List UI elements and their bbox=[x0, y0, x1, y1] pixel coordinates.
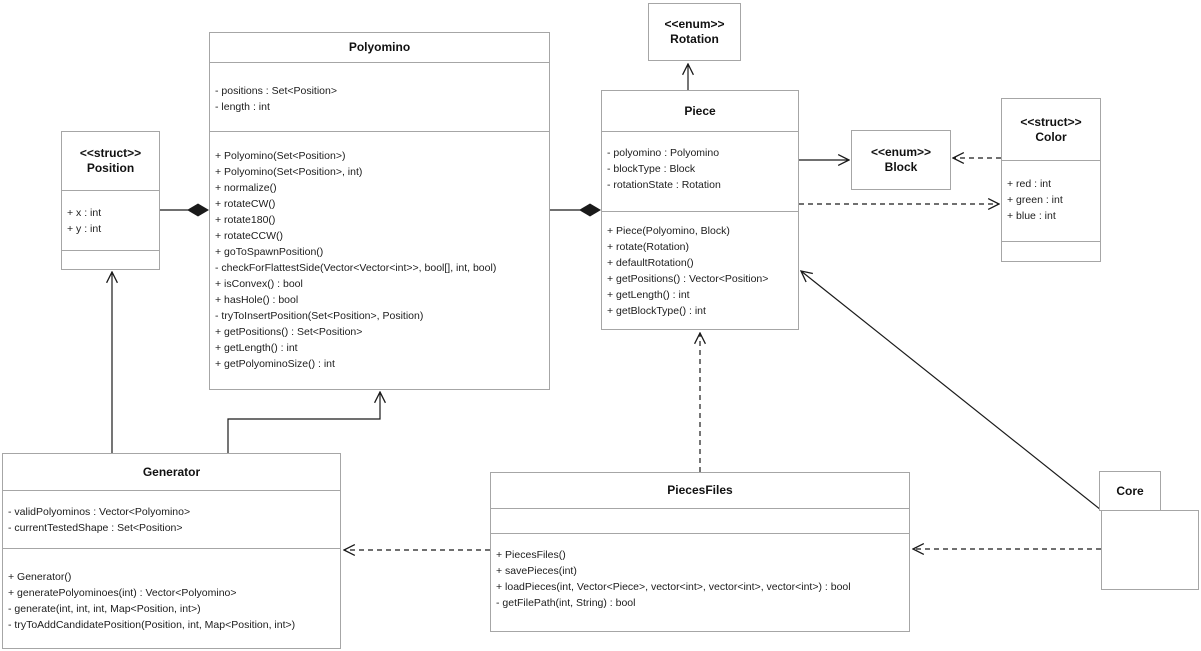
member-row: + Generator() bbox=[8, 571, 72, 583]
color-methods-compartment bbox=[1002, 241, 1100, 261]
class-generator-title: Generator bbox=[3, 454, 340, 491]
class-polyomino[interactable]: Polyomino - positions : Set<Position> - l… bbox=[209, 32, 550, 390]
class-rotation[interactable]: <<enum>> Rotation bbox=[648, 3, 741, 61]
class-stereotype: <<struct>> bbox=[79, 146, 142, 160]
class-block-title: <<enum>> Block bbox=[852, 131, 950, 189]
member-row: + getPolyominoSize() : int bbox=[215, 358, 335, 370]
class-color-title: <<struct>> Color bbox=[1002, 99, 1100, 161]
class-polyomino-title: Polyomino bbox=[210, 33, 549, 63]
member-row: - generate(int, int, int, Map<Position, … bbox=[8, 603, 201, 615]
member-row: + Polyomino(Set<Position>, int) bbox=[215, 166, 363, 178]
class-name: Block bbox=[884, 160, 918, 174]
member-row: + savePieces(int) bbox=[496, 565, 577, 577]
member-row: + Piece(Polyomino, Block) bbox=[607, 225, 730, 237]
member-row: + PiecesFiles() bbox=[496, 549, 566, 561]
member-row: + getLength() : int bbox=[215, 342, 298, 354]
member-row: - positions : Set<Position> bbox=[215, 85, 337, 97]
package-core-body[interactable] bbox=[1101, 510, 1199, 590]
class-name: PiecesFiles bbox=[667, 483, 733, 497]
class-name: Position bbox=[86, 161, 135, 175]
member-row: + getPositions() : Vector<Position> bbox=[607, 273, 769, 285]
member-row: + getPositions() : Set<Position> bbox=[215, 326, 363, 338]
polyomino-attributes-compartment: - positions : Set<Position> - length : in… bbox=[210, 63, 549, 131]
package-core-tab[interactable]: Core bbox=[1099, 471, 1161, 511]
rel-generator-polyomino bbox=[227, 392, 380, 453]
class-name: Rotation bbox=[670, 32, 719, 46]
member-row: + getLength() : int bbox=[607, 289, 690, 301]
piece-methods-compartment: + Piece(Polyomino, Block) + rotate(Rotati… bbox=[602, 211, 798, 329]
class-stereotype: <<enum>> bbox=[870, 145, 932, 159]
piece-attributes-compartment: - polyomino : Polyomino - blockType : Blo… bbox=[602, 132, 798, 211]
member-row: + x : int bbox=[67, 207, 102, 219]
member-row: + generatePolyominoes(int) : Vector<Poly… bbox=[8, 587, 237, 599]
member-row: - getFilePath(int, String) : bool bbox=[496, 597, 636, 609]
class-piece[interactable]: Piece - polyomino : Polyomino - blockType… bbox=[601, 90, 799, 330]
member-row: - validPolyominos : Vector<Polyomino> bbox=[8, 506, 191, 518]
class-rotation-title: <<enum>> Rotation bbox=[649, 4, 740, 60]
piecesfiles-methods-compartment: + PiecesFiles() + savePieces(int) + loadPi… bbox=[491, 533, 909, 631]
class-generator[interactable]: Generator - validPolyominos : Vector<Pol… bbox=[2, 453, 341, 649]
member-row: + Polyomino(Set<Position>) bbox=[215, 150, 346, 162]
member-row: - blockType : Block bbox=[607, 163, 696, 175]
member-row: + loadPieces(int, Vector<Piece>, vector<… bbox=[496, 581, 851, 593]
member-row: - length : int bbox=[215, 101, 270, 113]
member-row: + green : int bbox=[1007, 194, 1063, 206]
position-attributes-compartment: + x : int + y : int bbox=[62, 191, 159, 250]
class-name: Generator bbox=[142, 464, 201, 479]
piecesfiles-attributes-compartment bbox=[491, 509, 909, 533]
composition-diamond-polyomino bbox=[187, 203, 209, 217]
class-name: Piece bbox=[684, 103, 716, 118]
member-row: + normalize() bbox=[215, 182, 277, 194]
member-row: + getBlockType() : int bbox=[607, 305, 706, 317]
member-row: + rotateCW() bbox=[215, 198, 276, 210]
member-row: - tryToInsertPosition(Set<Position>, Pos… bbox=[215, 310, 424, 322]
package-name: Core bbox=[1116, 484, 1144, 498]
class-name: Color bbox=[1035, 129, 1067, 144]
color-attributes-compartment: + red : int + green : int + blue : int bbox=[1002, 161, 1100, 241]
member-row: + blue : int bbox=[1007, 210, 1056, 222]
member-row: - checkForFlattestSide(Vector<Vector<int… bbox=[215, 262, 497, 274]
class-name: Polyomino bbox=[348, 40, 411, 54]
class-piecesfiles-title: PiecesFiles bbox=[491, 473, 909, 509]
class-stereotype: <<struct>> bbox=[1020, 114, 1082, 129]
composition-diamond-piece bbox=[579, 203, 601, 217]
polyomino-methods-compartment: + Polyomino(Set<Position>) + Polyomino(Se… bbox=[210, 131, 549, 389]
class-position[interactable]: <<struct>> Position + x : int + y : int bbox=[61, 131, 160, 270]
class-stereotype: <<enum>> bbox=[664, 17, 725, 31]
member-row: - rotationState : Rotation bbox=[607, 179, 721, 191]
class-piecesfiles[interactable]: PiecesFiles + PiecesFiles() + savePieces(… bbox=[490, 472, 910, 632]
class-block[interactable]: <<enum>> Block bbox=[851, 130, 951, 190]
member-row: + rotate180() bbox=[215, 214, 276, 226]
member-row: + hasHole() : bool bbox=[215, 294, 299, 306]
member-row: + y : int bbox=[67, 223, 102, 235]
class-position-title: <<struct>> Position bbox=[62, 132, 159, 191]
member-row: - polyomino : Polyomino bbox=[607, 147, 720, 159]
generator-attributes-compartment: - validPolyominos : Vector<Polyomino> - c… bbox=[3, 491, 340, 548]
generator-methods-compartment: + Generator() + generatePolyominoes(int) … bbox=[3, 548, 340, 648]
member-row: + red : int bbox=[1007, 178, 1052, 190]
member-row: + isConvex() : bool bbox=[215, 278, 303, 290]
member-row: + goToSpawnPosition() bbox=[215, 246, 324, 258]
class-piece-title: Piece bbox=[602, 91, 798, 132]
member-row: + rotate(Rotation) bbox=[607, 241, 690, 253]
member-row: + rotateCCW() bbox=[215, 230, 283, 242]
member-row: + defaultRotation() bbox=[607, 257, 694, 269]
class-color[interactable]: <<struct>> Color + red : int + green : in… bbox=[1001, 98, 1101, 262]
position-methods-compartment bbox=[62, 250, 159, 269]
member-row: - tryToAddCandidatePosition(Position, in… bbox=[8, 619, 296, 631]
member-row: - currentTestedShape : Set<Position> bbox=[8, 522, 183, 534]
